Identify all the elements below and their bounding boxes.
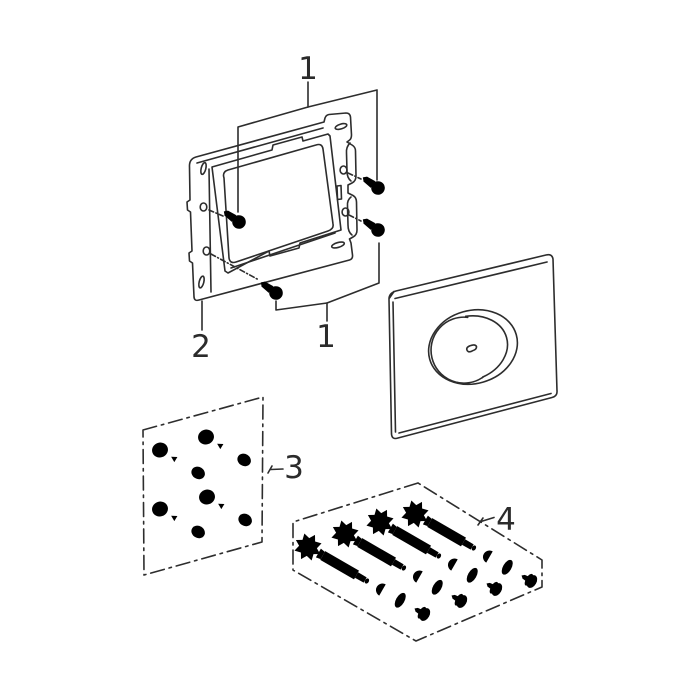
leader-1-top <box>237 81 309 213</box>
frame-window <box>222 143 334 264</box>
frame-bottom-bevel-line <box>230 232 336 269</box>
frame-slot-top-left <box>200 161 207 176</box>
flush-button-notches <box>464 315 484 379</box>
frame-hole-left-upper <box>199 202 208 212</box>
plate-left-edge-line <box>392 301 397 433</box>
flush-plate <box>388 253 558 440</box>
plate-top-edge-line <box>394 261 548 300</box>
leader-1-bottom <box>326 242 380 322</box>
callout-3: 3 <box>284 450 304 486</box>
callout-1-bottom: 1 <box>316 319 336 355</box>
frame-hole-bracket-lower <box>341 207 350 217</box>
screw-alignment-dashes <box>208 172 362 281</box>
fixing-screw-right-upper <box>358 171 388 198</box>
kit3-screw-2 <box>196 427 254 469</box>
flush-button-slot <box>465 344 478 353</box>
callout-2: 2 <box>191 329 211 365</box>
kit3-screw-1 <box>150 440 208 482</box>
frame-bracket-slot <box>336 184 343 201</box>
kit3-boundary-box <box>142 396 264 576</box>
frame-inner-ring <box>211 133 342 274</box>
plate-corner-bevel <box>388 290 395 299</box>
callout-4: 4 <box>496 502 516 538</box>
frame-bracket-upper <box>345 142 352 182</box>
kit4-leader-tick <box>477 516 495 526</box>
flush-button-crescent <box>464 315 509 378</box>
threaded-adjuster-kit <box>288 482 543 642</box>
leader-1-bottom-left <box>275 300 328 311</box>
flush-button-outer-oval <box>427 308 519 386</box>
callout-1-top: 1 <box>298 51 318 87</box>
frame-outer-flange <box>186 112 358 302</box>
fixing-screws <box>208 171 388 303</box>
flush-button <box>427 308 519 386</box>
flush-button-small-button <box>430 316 484 384</box>
leader-1-top-right <box>307 89 378 181</box>
kit3-leader-tick <box>267 465 284 474</box>
frame-hole-left-lower <box>202 246 211 256</box>
mounting-frame <box>186 112 358 302</box>
frame-top-edge-line <box>196 127 324 164</box>
callout-leader-lines <box>201 81 380 331</box>
frame-hole-bracket-upper <box>339 165 348 175</box>
fixing-screw-center <box>219 205 249 232</box>
screw-washer-kit <box>142 396 284 576</box>
fixing-screw-right-lower <box>358 213 388 240</box>
frame-slot-top-right <box>334 122 348 131</box>
plate-outline <box>388 253 558 440</box>
frame-slot-bottom-left <box>198 275 205 289</box>
plate-bottom-edge-line <box>398 392 552 434</box>
kit4-boundary-box <box>292 482 543 642</box>
frame-left-edge-line <box>208 168 212 293</box>
kit3-screw-3 <box>150 499 208 541</box>
kit3-screw-4 <box>197 487 255 529</box>
frame-slot-bottom-right <box>330 241 346 249</box>
